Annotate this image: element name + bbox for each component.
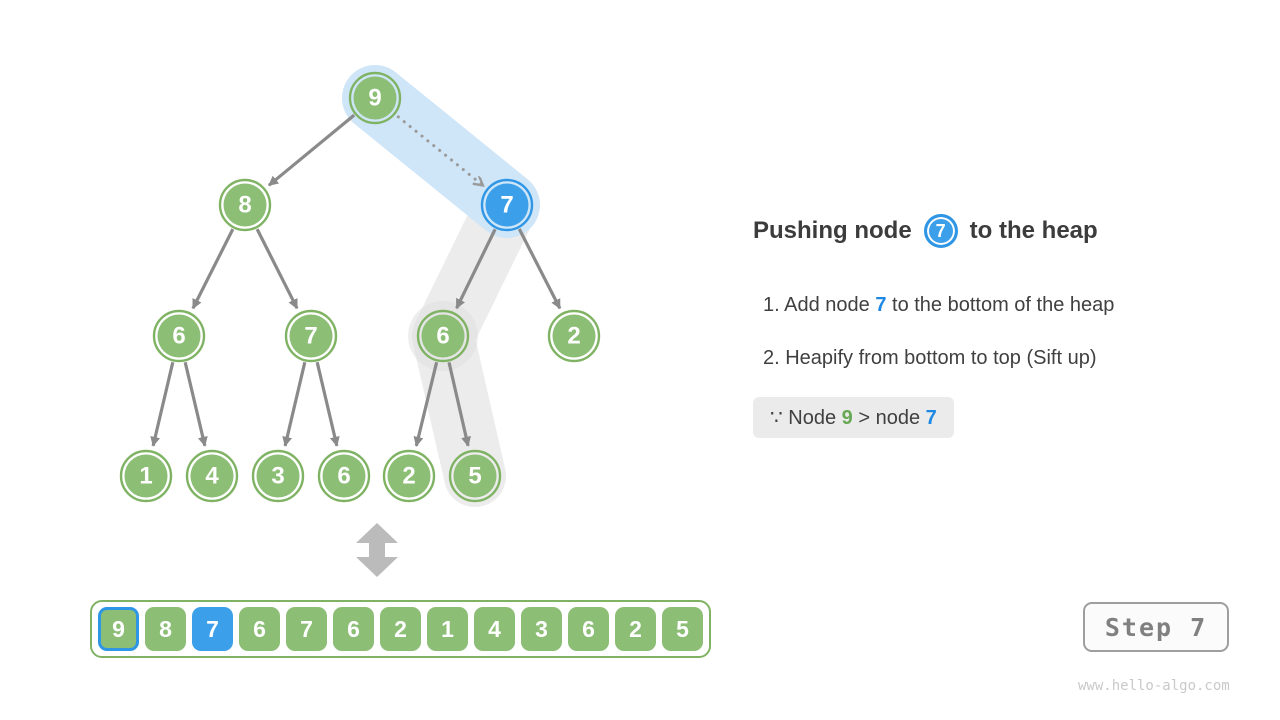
array-cell-12: 5 — [662, 607, 703, 651]
watermark: www.hello-algo.com — [1078, 678, 1230, 694]
tree-node-7: 7 — [480, 178, 534, 232]
comparison-note: ∵ Node 9 > node 7 — [753, 397, 954, 438]
svg-text:6: 6 — [172, 323, 185, 350]
svg-text:2: 2 — [567, 323, 580, 350]
tree-node-7: 7 — [284, 309, 338, 363]
tree-edge — [267, 113, 356, 187]
array-cell-6: 2 — [380, 607, 421, 651]
tree-node-2: 2 — [547, 309, 601, 363]
compare-dotted-arrow — [396, 115, 482, 185]
tree-node-6: 6 — [317, 449, 371, 503]
svg-text:2: 2 — [402, 463, 415, 490]
tree-edge — [255, 228, 299, 310]
tree-edge — [413, 361, 439, 447]
text-segment: ∵ Node — [770, 407, 842, 429]
text-segment: to the bottom of the heap — [886, 294, 1115, 316]
text-segment: > node — [852, 407, 926, 429]
tree-node-2: 2 — [382, 449, 436, 503]
tree-node-6: 6 — [416, 309, 470, 363]
tree-edge — [150, 361, 175, 447]
tree-node-9: 9 — [348, 71, 402, 125]
array-cell-1: 8 — [145, 607, 186, 651]
svg-text:5: 5 — [468, 463, 481, 490]
value-7: 7 — [875, 294, 887, 316]
compare-highlight — [342, 65, 540, 238]
text-segment: 2. Heapify from bottom to top (Sift up) — [763, 347, 1097, 369]
text-segment: 1. Add node — [763, 294, 876, 316]
tree-edge — [315, 361, 340, 447]
tree-node-3: 3 — [251, 449, 305, 503]
panel-title: Pushing node 7 to the heap — [753, 214, 1098, 248]
step-indicator: Step 7 — [1083, 602, 1229, 652]
array-cell-4: 7 — [286, 607, 327, 651]
svg-text:8: 8 — [238, 192, 251, 219]
svg-text:7: 7 — [500, 192, 513, 219]
node-7-badge: 7 — [923, 214, 958, 248]
tree-node-6: 6 — [152, 309, 206, 363]
array-cell-10: 6 — [568, 607, 609, 651]
heap-tree-diagram: 9 8 7 6 7 6 2 1 4 3 6 2 5 — [119, 65, 601, 577]
panel-title-post: to the heap — [969, 217, 1098, 244]
svg-text:6: 6 — [436, 323, 449, 350]
array-cell-3: 6 — [239, 607, 280, 651]
array-cell-9: 3 — [521, 607, 562, 651]
tree-edge — [517, 228, 562, 310]
svg-text:9: 9 — [368, 85, 381, 112]
svg-text:6: 6 — [337, 463, 350, 490]
svg-text:4: 4 — [205, 463, 219, 490]
tree-edge — [282, 361, 307, 447]
svg-text:3: 3 — [271, 463, 284, 490]
array-cell-5: 6 — [333, 607, 374, 651]
tree-node-4: 4 — [185, 449, 239, 503]
tree-node-1: 1 — [119, 449, 173, 503]
instruction-step-2: 2. Heapify from bottom to top (Sift up) — [763, 347, 1096, 370]
instruction-step-1: 1. Add node 7 to the bottom of the heap — [763, 294, 1114, 317]
svg-text:7: 7 — [304, 323, 317, 350]
array-cell-0: 9 — [98, 607, 139, 651]
array-cell-8: 4 — [474, 607, 515, 651]
svg-text:1: 1 — [139, 463, 152, 490]
value-9: 9 — [841, 407, 853, 429]
tree-node-8: 8 — [218, 178, 272, 232]
array-cell-11: 2 — [615, 607, 656, 651]
tree-edge — [447, 361, 471, 447]
array-cell-2: 7 — [192, 607, 233, 651]
panel-title-pre: Pushing node — [753, 217, 912, 244]
tree-edge — [183, 361, 208, 447]
array-cell-7: 1 — [427, 607, 468, 651]
tree-array-equivalence-arrow — [356, 523, 398, 577]
tree-edge — [191, 228, 235, 310]
tree-node-5: 5 — [448, 449, 502, 503]
value-7: 7 — [925, 407, 937, 429]
tree-edge — [455, 228, 497, 310]
